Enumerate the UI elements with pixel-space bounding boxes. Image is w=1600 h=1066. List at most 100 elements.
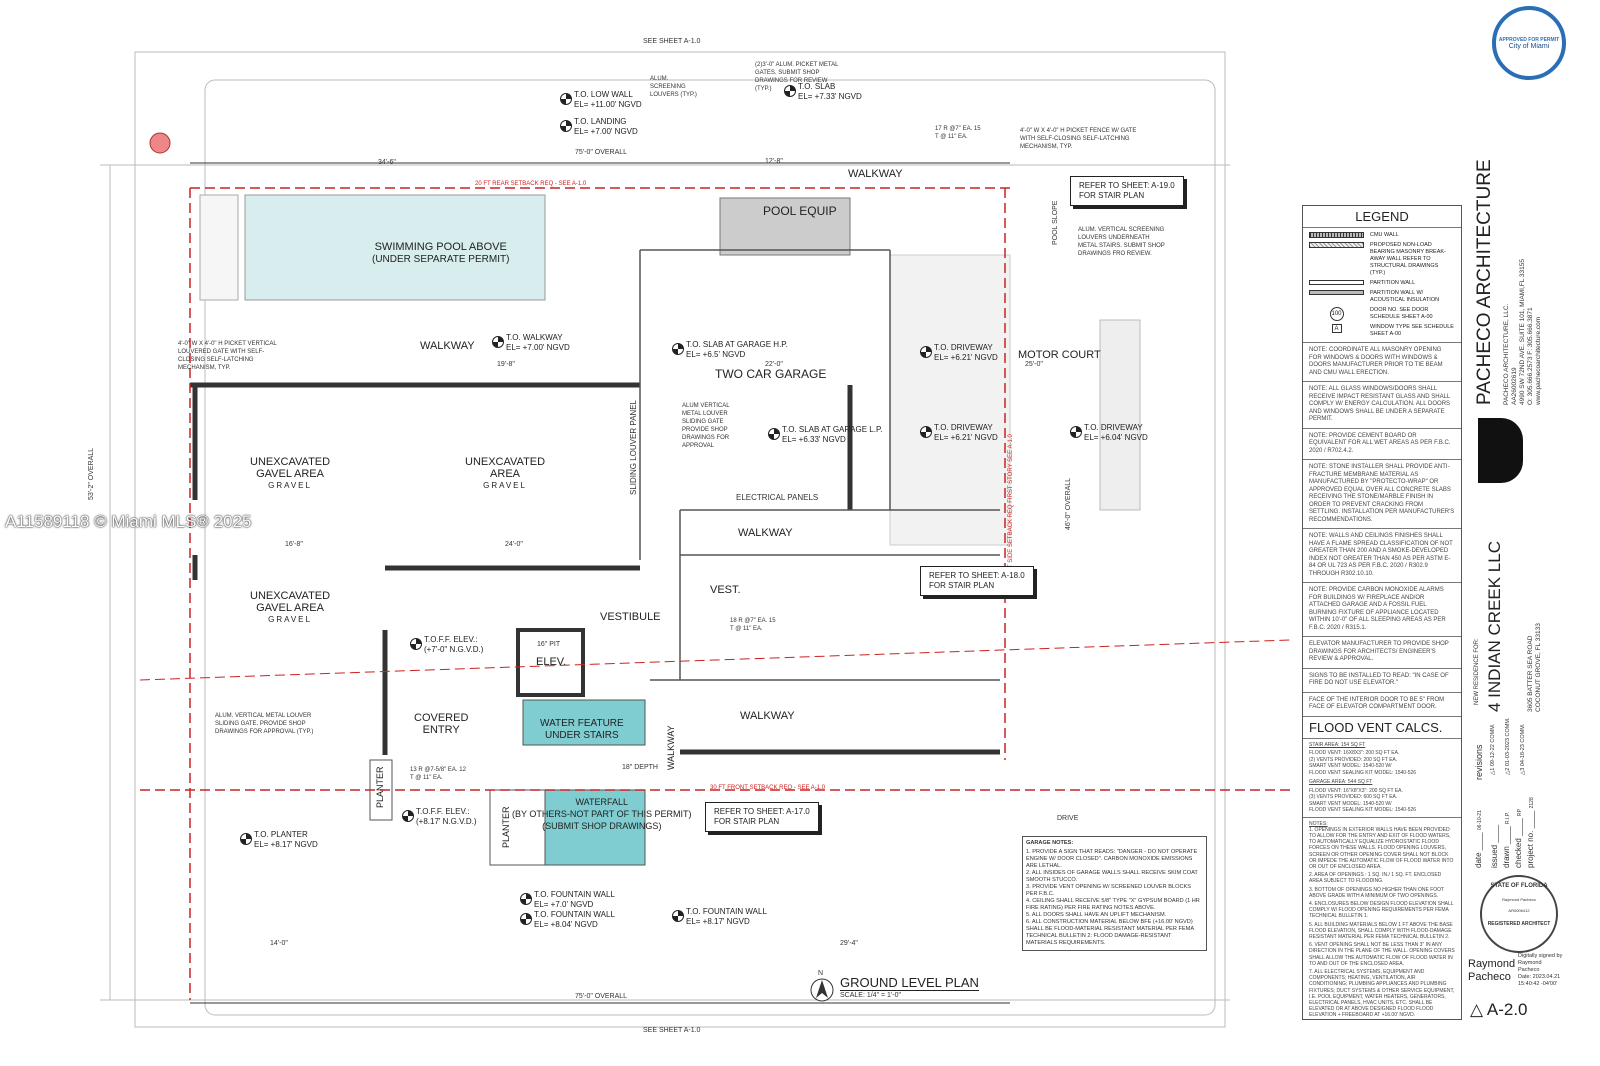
note: ELEVATOR MANUFACTURER TO PROVIDE SHOP DR… <box>1303 637 1461 669</box>
room-planter: PLANTER <box>501 806 511 848</box>
note: FACE OF THE INTERIOR DOOR TO BE 5" FROM … <box>1303 693 1461 717</box>
room-walkway: WALKWAY <box>848 168 903 180</box>
info-project-no: project no. ____ 2128 <box>1526 797 1535 868</box>
room-waterfall: WATERFALL(BY OTHERS-NOT PART OF THIS PER… <box>512 797 692 831</box>
note-alum-screen: ALUM. SCREENING LOUVERS (TYP.) <box>650 76 697 98</box>
watermark: A11589118 © Miami MLS® 2025 <box>5 512 252 531</box>
room-pool: SWIMMING POOL ABOVE(UNDER SEPARATE PERMI… <box>372 241 510 265</box>
rear-setback-label: 20 FT REAR SETBACK REQ - SEE A-1.0 <box>475 181 587 187</box>
dim: 14'-0" <box>270 940 288 947</box>
plan-title: GROUND LEVEL PLAN <box>840 975 979 991</box>
room-two-car-garage: TWO CAR GARAGE <box>715 367 827 381</box>
elevator-pit: 16" PIT <box>537 641 561 648</box>
north-arrow-label: N <box>818 970 824 977</box>
info-drawn: drawn ____ R.I.P. <box>1502 812 1511 868</box>
elevator-shaft <box>516 628 585 697</box>
note-alum-vertical: ALUM. VERTICAL SCREENING LOUVERS UNDERNE… <box>1078 227 1165 257</box>
pool-equip-area <box>719 197 851 256</box>
garage-notes: GARAGE NOTES: 1. PROVIDE A SIGN THAT REA… <box>1022 836 1207 951</box>
room-elevator: ELEV. <box>536 656 567 668</box>
setback-lines <box>139 187 1291 1000</box>
note: SIGNS TO BE INSTALLED TO READ: "IN CASE … <box>1303 669 1461 693</box>
note: NOTE: COORDINATE ALL MASONRY OPENING FOR… <box>1303 343 1461 382</box>
elevation-marker: T.O. SLAB AT GARAGE H.P.EL= +6.5' NGVD <box>672 340 788 360</box>
info-checked: checked ____ RP <box>1514 809 1523 868</box>
note-alum-gates: (2)3'-0" ALUM. PICKET METAL GATES. SUBMI… <box>755 62 839 92</box>
note-alum-left: ALUM. VERTICAL METAL LOUVER SLIDING GATE… <box>215 713 314 735</box>
note: NOTE: PROVIDE CEMENT BOARD OR EQUIVALENT… <box>1303 429 1461 460</box>
architect-seal: STATE OF FLORIDA Raymond Pacheco AR00064… <box>1480 875 1558 953</box>
dim-overall-bottom: 75'-0" OVERALL <box>575 993 628 1000</box>
dim: 29'-4" <box>840 940 858 947</box>
note-picket-fence: 4'-0" W X 4'-0" H PICKET FENCE W/ GATE W… <box>1020 128 1137 150</box>
info-date: date ____ 06-10-21 <box>1474 810 1483 868</box>
flood-vent-calcs: STAIR AREA: 154 SQ FT FLOOD VENT: 16X8X3… <box>1303 739 1461 818</box>
info-issued: issued ____ <box>1490 824 1499 868</box>
flood-vent-title: FLOOD VENT CALCS. <box>1303 717 1461 739</box>
dim-overall-top: 75'-0" OVERALL <box>575 149 628 156</box>
sliding-louver-label: SLIDING LOUVER PANEL <box>629 400 638 495</box>
revision-1: △1 09-12-22 COMM. <box>1490 723 1496 775</box>
dim-overall-left: 53'-2" OVERALL <box>88 447 95 500</box>
water-feature-area <box>522 699 646 746</box>
note-picket-gate: 4'-0" W X 4'-0" H PICKET VERTICAL LOUVER… <box>178 341 277 371</box>
toff-marker: T.O.F.F. ELEV.:(+8.17' N.G.V.D.) <box>402 807 477 827</box>
revisions-label: revisions <box>1474 744 1484 780</box>
electrical-panels-label: ELECTRICAL PANELS <box>736 493 819 502</box>
room-walkway: WALKWAY <box>738 527 793 539</box>
revision-2: △2 01-03-2023 COMM. <box>1505 717 1511 775</box>
project-name: 4 INDIAN CREEK LLC <box>1485 541 1504 712</box>
depth-label: 18" DEPTH <box>622 764 658 771</box>
sheet-ref-top: SEE SHEET A-1.0 <box>643 38 701 45</box>
front-setback-label: 30 FT FRONT SETBACK REQ - SEE A-1.0 <box>710 785 826 791</box>
pool-slope-label: POOL SLOPE <box>1052 200 1059 245</box>
project-for: NEW RESIDENCE FOR: <box>1474 638 1480 705</box>
note-alum-louver: ALUM VERTICAL METAL LOUVER SLIDING GATE … <box>682 403 730 449</box>
notes-column: LEGEND CMU WALL PROPOSED NON-LOAD BEARIN… <box>1302 205 1462 1020</box>
note: NOTE: STONE INSTALLER SHALL PROVIDE ANTI… <box>1303 460 1461 529</box>
waterfall-area <box>544 789 646 866</box>
note: NOTE: PROVIDE CARBON MONOXIDE ALARMS FOR… <box>1303 583 1461 637</box>
sheet-number: △ A-2.0 <box>1470 1000 1528 1019</box>
note-stair: 17 R @7" EA. 15 T @ 11" EA. <box>935 126 981 140</box>
note: NOTE: ALL GLASS WINDOWS/DOORS SHALL RECE… <box>1303 382 1461 429</box>
firm-logo <box>1478 418 1523 483</box>
legend-title: LEGEND <box>1303 206 1461 228</box>
drive-label: DRIVE <box>1057 815 1079 822</box>
room-planter: PLANTER <box>375 766 385 808</box>
dim: 16'-8" <box>285 541 303 548</box>
cmu-walls <box>190 382 1000 755</box>
room-vest: VEST. <box>710 584 741 596</box>
dim: 12'-8" <box>765 158 783 165</box>
revision-3: △3 04-18-23 COMM. <box>1520 723 1526 775</box>
room-motor-court: MOTOR COURT <box>1018 349 1101 361</box>
plan-scale: SCALE: 1/4" = 1'-0" <box>840 992 901 999</box>
room-vestibule: VESTIBULE <box>600 611 661 623</box>
room-walkway: WALKWAY <box>666 725 676 770</box>
note-stair: 18 R @7" EA. 15 T @ 11" EA. <box>730 618 776 632</box>
dim: 19'-8" <box>497 361 515 368</box>
room-walkway: WALKWAY <box>740 710 795 722</box>
dim: 24'-0" <box>505 541 523 548</box>
note: NOTE: WALLS AND CEILINGS FINISHES SHALL … <box>1303 529 1461 583</box>
side-setback-label: 20 FT SIDE SETBACK REQ FIRST STORY SEE A… <box>1008 434 1014 580</box>
